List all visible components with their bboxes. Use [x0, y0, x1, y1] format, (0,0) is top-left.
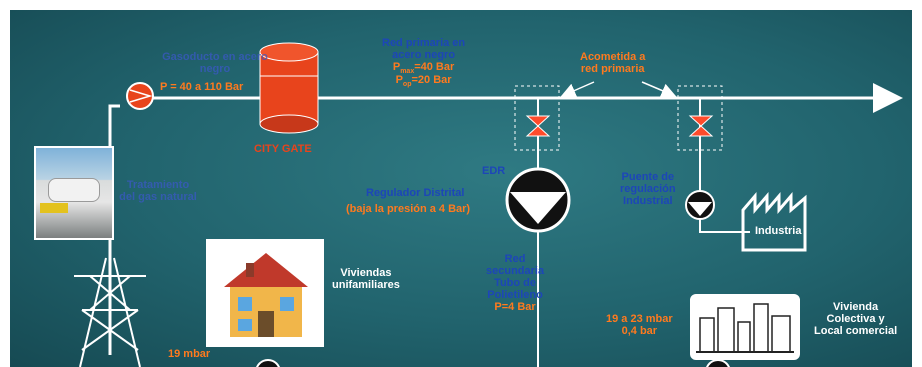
viviendas-label: Viviendas unifamiliares [332, 267, 400, 291]
valve-icon [688, 115, 714, 137]
treatment-plant-image [34, 146, 114, 240]
acometida-arrow-2 [641, 81, 677, 98]
pressure-19-23-label: 19 a 23 mbar 0,4 bar [606, 313, 673, 337]
diagram-frame: Gasoducto en acero negro P = 40 a 110 Ba… [10, 10, 912, 367]
gasoducto-label: Gasoducto en acero negro [162, 51, 268, 75]
storage-tank-icon [259, 42, 319, 134]
valve-icon [525, 115, 551, 137]
pipeline-diagram [74, 42, 903, 367]
red-secundaria-label: Red secundaria Tubo de Polietileno P=4 B… [486, 253, 545, 313]
compressor-icon [126, 82, 154, 110]
acometida-arrow-1 [560, 81, 595, 98]
regulator-icon [706, 359, 730, 367]
industria-label: Industria [755, 225, 802, 237]
pressure-19-label: 19 mbar [168, 348, 211, 360]
regulator-icon [505, 167, 571, 233]
house-icon [206, 239, 324, 347]
feed-pipeline [108, 104, 120, 355]
regulador-desc-label: (baja la presión a 4 Bar) [346, 203, 471, 215]
tratamiento-label: Tratamiento del gas natural [119, 179, 197, 203]
industrial-branch-pipe [699, 98, 750, 233]
regulador-label: Regulador Distrital [366, 187, 465, 199]
city-buildings-icon [690, 294, 800, 360]
city-gate-label: CITY GATE [254, 143, 312, 155]
puente-label: Puente de regulación Industrial [620, 171, 676, 207]
acometida-label: Acometida a red primaria [580, 51, 646, 75]
regulator-icon [685, 190, 715, 220]
factory-icon [741, 191, 807, 252]
edr-label: EDR [482, 165, 506, 177]
oil-derrick-icon [74, 257, 146, 367]
red-primaria-label: Red primaria en acero negro Pmax=40 Bar … [382, 37, 466, 89]
regulator-icon [256, 359, 280, 367]
gasoducto-pressure-label: P = 40 a 110 Bar [160, 81, 244, 93]
vivienda-colectiva-label: Vivienda Colectiva y Local comercial [814, 301, 898, 337]
